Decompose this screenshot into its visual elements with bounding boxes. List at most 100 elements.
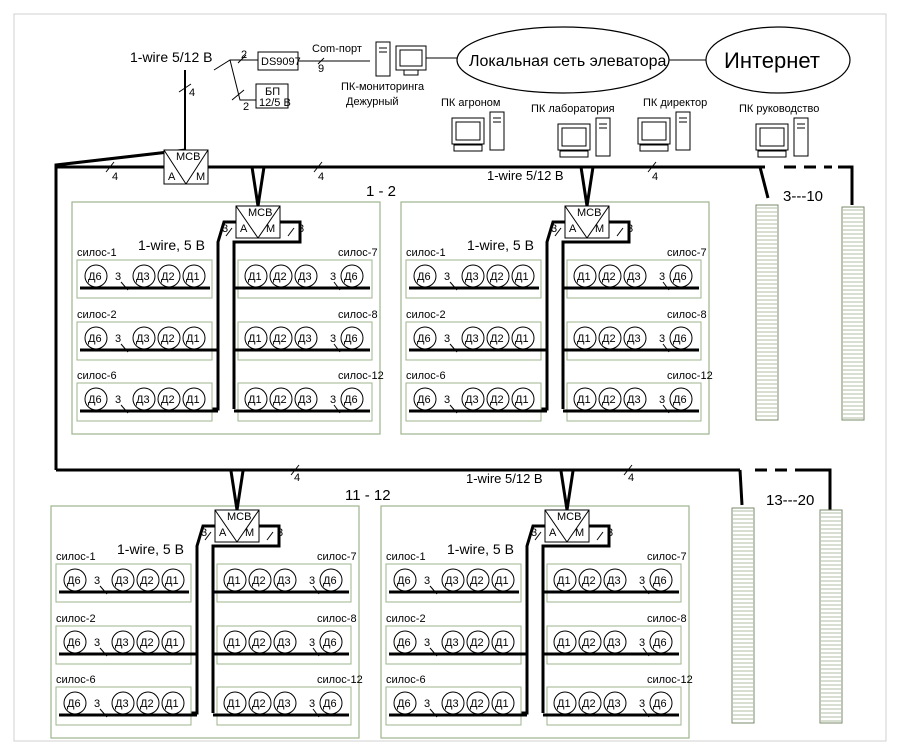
mcb-box [564,205,610,239]
sensor-label: Д6 [67,575,81,587]
silo-label: силос-7 [667,247,707,259]
sensor-label: Д6 [88,333,102,345]
mcb-a: А [549,527,557,539]
main-mcb-a: А [168,171,176,183]
sensor-label: Д2 [582,575,596,587]
mcb-m: М [245,527,254,539]
sensor-label: Д1 [515,271,529,283]
sensor-label: Д3 [607,637,621,649]
main-mcb: МСВ А М [163,149,209,185]
sensor-label: Д1 [495,637,509,649]
sensor-label: Д6 [653,698,667,710]
sensor-circle [649,630,673,654]
block-drop-b [235,470,245,511]
silo-label: силос-7 [647,551,687,563]
psu-link-count: 2 [243,101,249,113]
sensor-circle [573,264,597,288]
sensor-label: Д1 [165,698,179,710]
right-branch [232,220,302,409]
silo-label: силос-12 [667,370,713,382]
sensor-label: Д2 [161,394,175,406]
sensor-label: Д3 [465,333,479,345]
sensor-label: Д1 [557,575,571,587]
sensor-label: Д3 [445,698,459,710]
silo-label: силос-2 [406,309,446,321]
silo-label: силос-7 [338,247,378,259]
silo-count: 3 [94,637,100,649]
main-mcb-m: М [196,171,205,183]
silo-label: силос-8 [667,309,707,321]
silo-label: силос-1 [77,247,117,259]
sensor-circle [461,264,485,288]
silo-count: 3 [659,394,665,406]
lower-bus-label: 1-wire 5/12 В [466,471,543,486]
upper-bus-right-drop [838,165,854,205]
sensor-label: Д3 [627,333,641,345]
tick-upper-2 [313,161,323,173]
sensor-circle [393,568,417,592]
sensor-circle [578,691,602,715]
block-drop [579,166,589,207]
tick-upper-1 [105,161,115,173]
sensor-circle [340,264,364,288]
right-branch [211,524,281,713]
sensor-circle [136,691,160,715]
sensor-circle [136,568,160,592]
right-branch-count: 3 [298,223,304,235]
block-wire-label: 1-wire, 5 В [467,237,534,253]
sensor-circle [63,568,87,592]
sensor-circle [294,326,318,350]
sensor-label: Д1 [186,271,200,283]
sensor-label: Д1 [577,333,591,345]
lower-bus-right-drop [806,468,832,510]
sensor-circle [111,691,135,715]
sensor-label: Д2 [470,637,484,649]
sensor-label: Д6 [67,637,81,649]
internet-label: Интернет [724,48,820,73]
sensor-circle [486,326,510,350]
sensor-circle [573,387,597,411]
sensor-label: Д6 [323,575,337,587]
mcb-a: А [569,223,577,235]
sensor-circle [132,264,156,288]
sensor-circle [340,326,364,350]
sensor-circle [598,326,622,350]
sensor-circle [393,691,417,715]
pc-icon [637,111,691,152]
left-branch-count: 3 [531,527,537,539]
silo-count: 3 [115,333,121,345]
sensor-label: Д3 [136,394,150,406]
sensor-label: Д2 [582,698,596,710]
sensor-circle [669,264,693,288]
sensor-label: Д3 [627,394,641,406]
silo-count: 3 [309,637,315,649]
silo-label: силос-6 [77,370,117,382]
sensor-label: Д6 [417,271,431,283]
sensor-label: Д6 [417,394,431,406]
sensor-label: Д6 [673,394,687,406]
silo-count: 3 [330,333,336,345]
block-drop-b [256,166,266,207]
mcb-a: А [240,223,248,235]
main-mcb-box [163,149,209,185]
sensor-label: Д2 [161,271,175,283]
psu-label-1: БП [265,86,280,98]
group-title-13-20: 13---20 [766,492,814,509]
sensor-circle [273,630,297,654]
sensor-label: Д6 [88,271,102,283]
sensor-label: Д1 [165,575,179,587]
silo-count: 3 [115,271,121,283]
sensor-circle [273,691,297,715]
sensor-circle [491,630,515,654]
sensor-circle [491,691,515,715]
